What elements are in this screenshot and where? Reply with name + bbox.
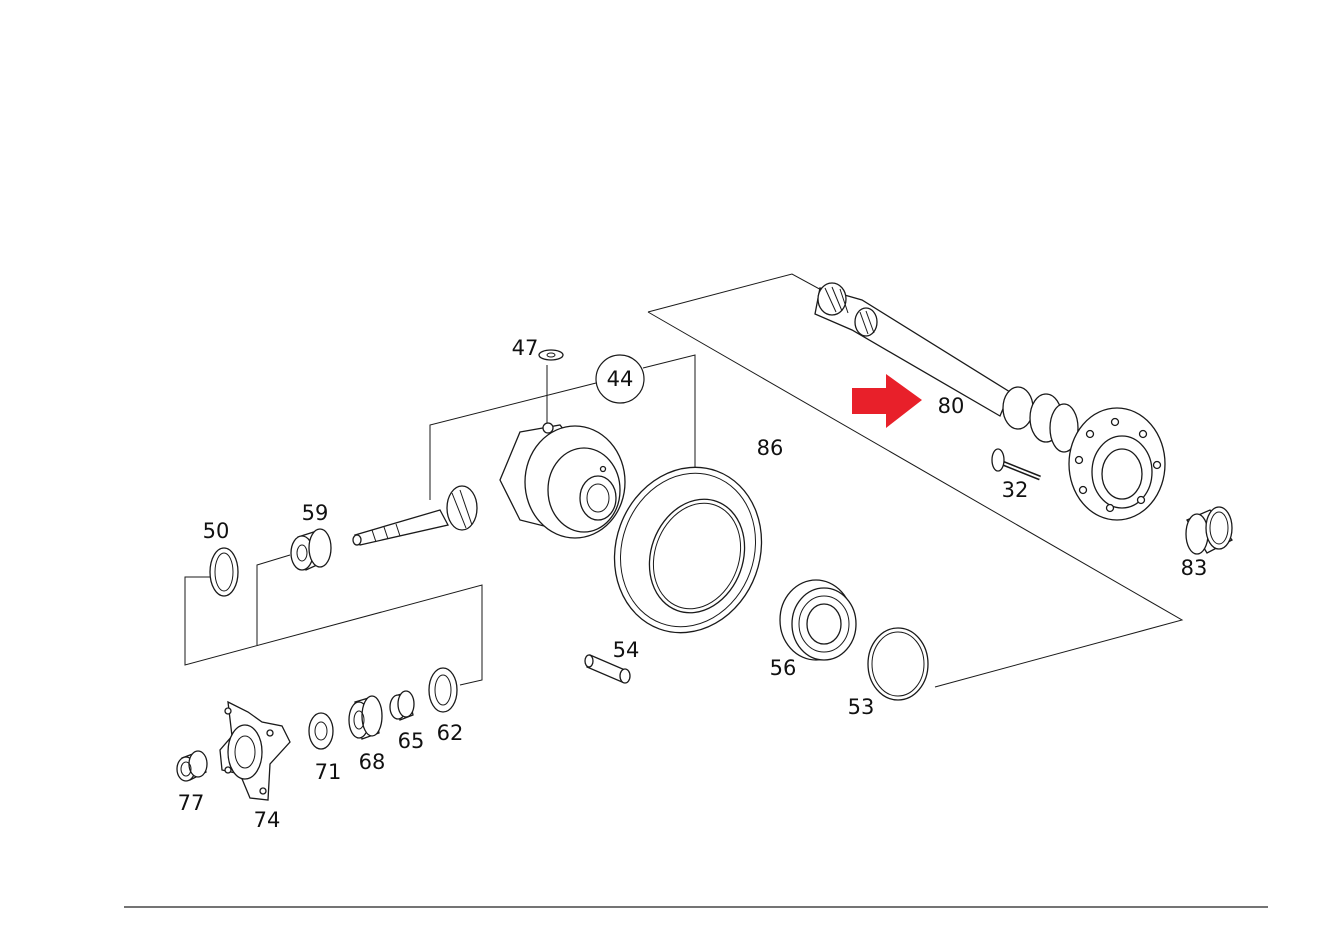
nut-77[interactable] [176,750,208,782]
part-label-47[interactable]: 47 [512,336,539,360]
part-label-71[interactable]: 71 [315,760,342,784]
bearing-59[interactable] [290,528,332,571]
part-label-53[interactable]: 53 [848,695,875,719]
part-label-80[interactable]: 80 [938,394,965,418]
part-label-86[interactable]: 86 [757,436,784,460]
part-label-59[interactable]: 59 [302,501,329,525]
pin-54[interactable] [584,654,631,684]
callout-circle-44 [595,354,645,404]
bolt-32[interactable] [991,448,1041,481]
differential-housing[interactable] [499,422,626,539]
part-label-77[interactable]: 77 [178,791,205,815]
part-label-50[interactable]: 50 [203,519,230,543]
drive-pinion[interactable] [352,485,478,546]
snap-ring-53[interactable] [867,627,929,701]
part-label-74[interactable]: 74 [254,808,281,832]
part-label-62[interactable]: 62 [437,721,464,745]
axle-shaft[interactable] [814,282,1166,521]
spacer-71[interactable] [308,712,334,750]
ring-gear[interactable] [592,446,785,653]
bushing-83[interactable] [1185,506,1233,555]
part-label-44[interactable]: 44 [607,367,634,391]
bearing-56[interactable] [779,579,857,661]
shim-50[interactable] [209,547,239,597]
flange-74[interactable] [219,700,291,801]
part-label-68[interactable]: 68 [359,750,386,774]
part-labels: 44 47 50 53 54 56 59 62 65 68 71 74 77 8… [178,336,1208,832]
nut-65[interactable] [389,690,415,721]
part-label-56[interactable]: 56 [770,656,797,680]
bearing-68[interactable] [348,695,383,740]
part-label-83[interactable]: 83 [1181,556,1208,580]
part-label-65[interactable]: 65 [398,729,425,753]
washer-47[interactable] [538,349,564,361]
washer-62[interactable] [428,667,458,713]
part-label-32[interactable]: 32 [1002,478,1029,502]
red-arrow-icon [852,374,922,428]
part-label-54[interactable]: 54 [613,638,640,662]
